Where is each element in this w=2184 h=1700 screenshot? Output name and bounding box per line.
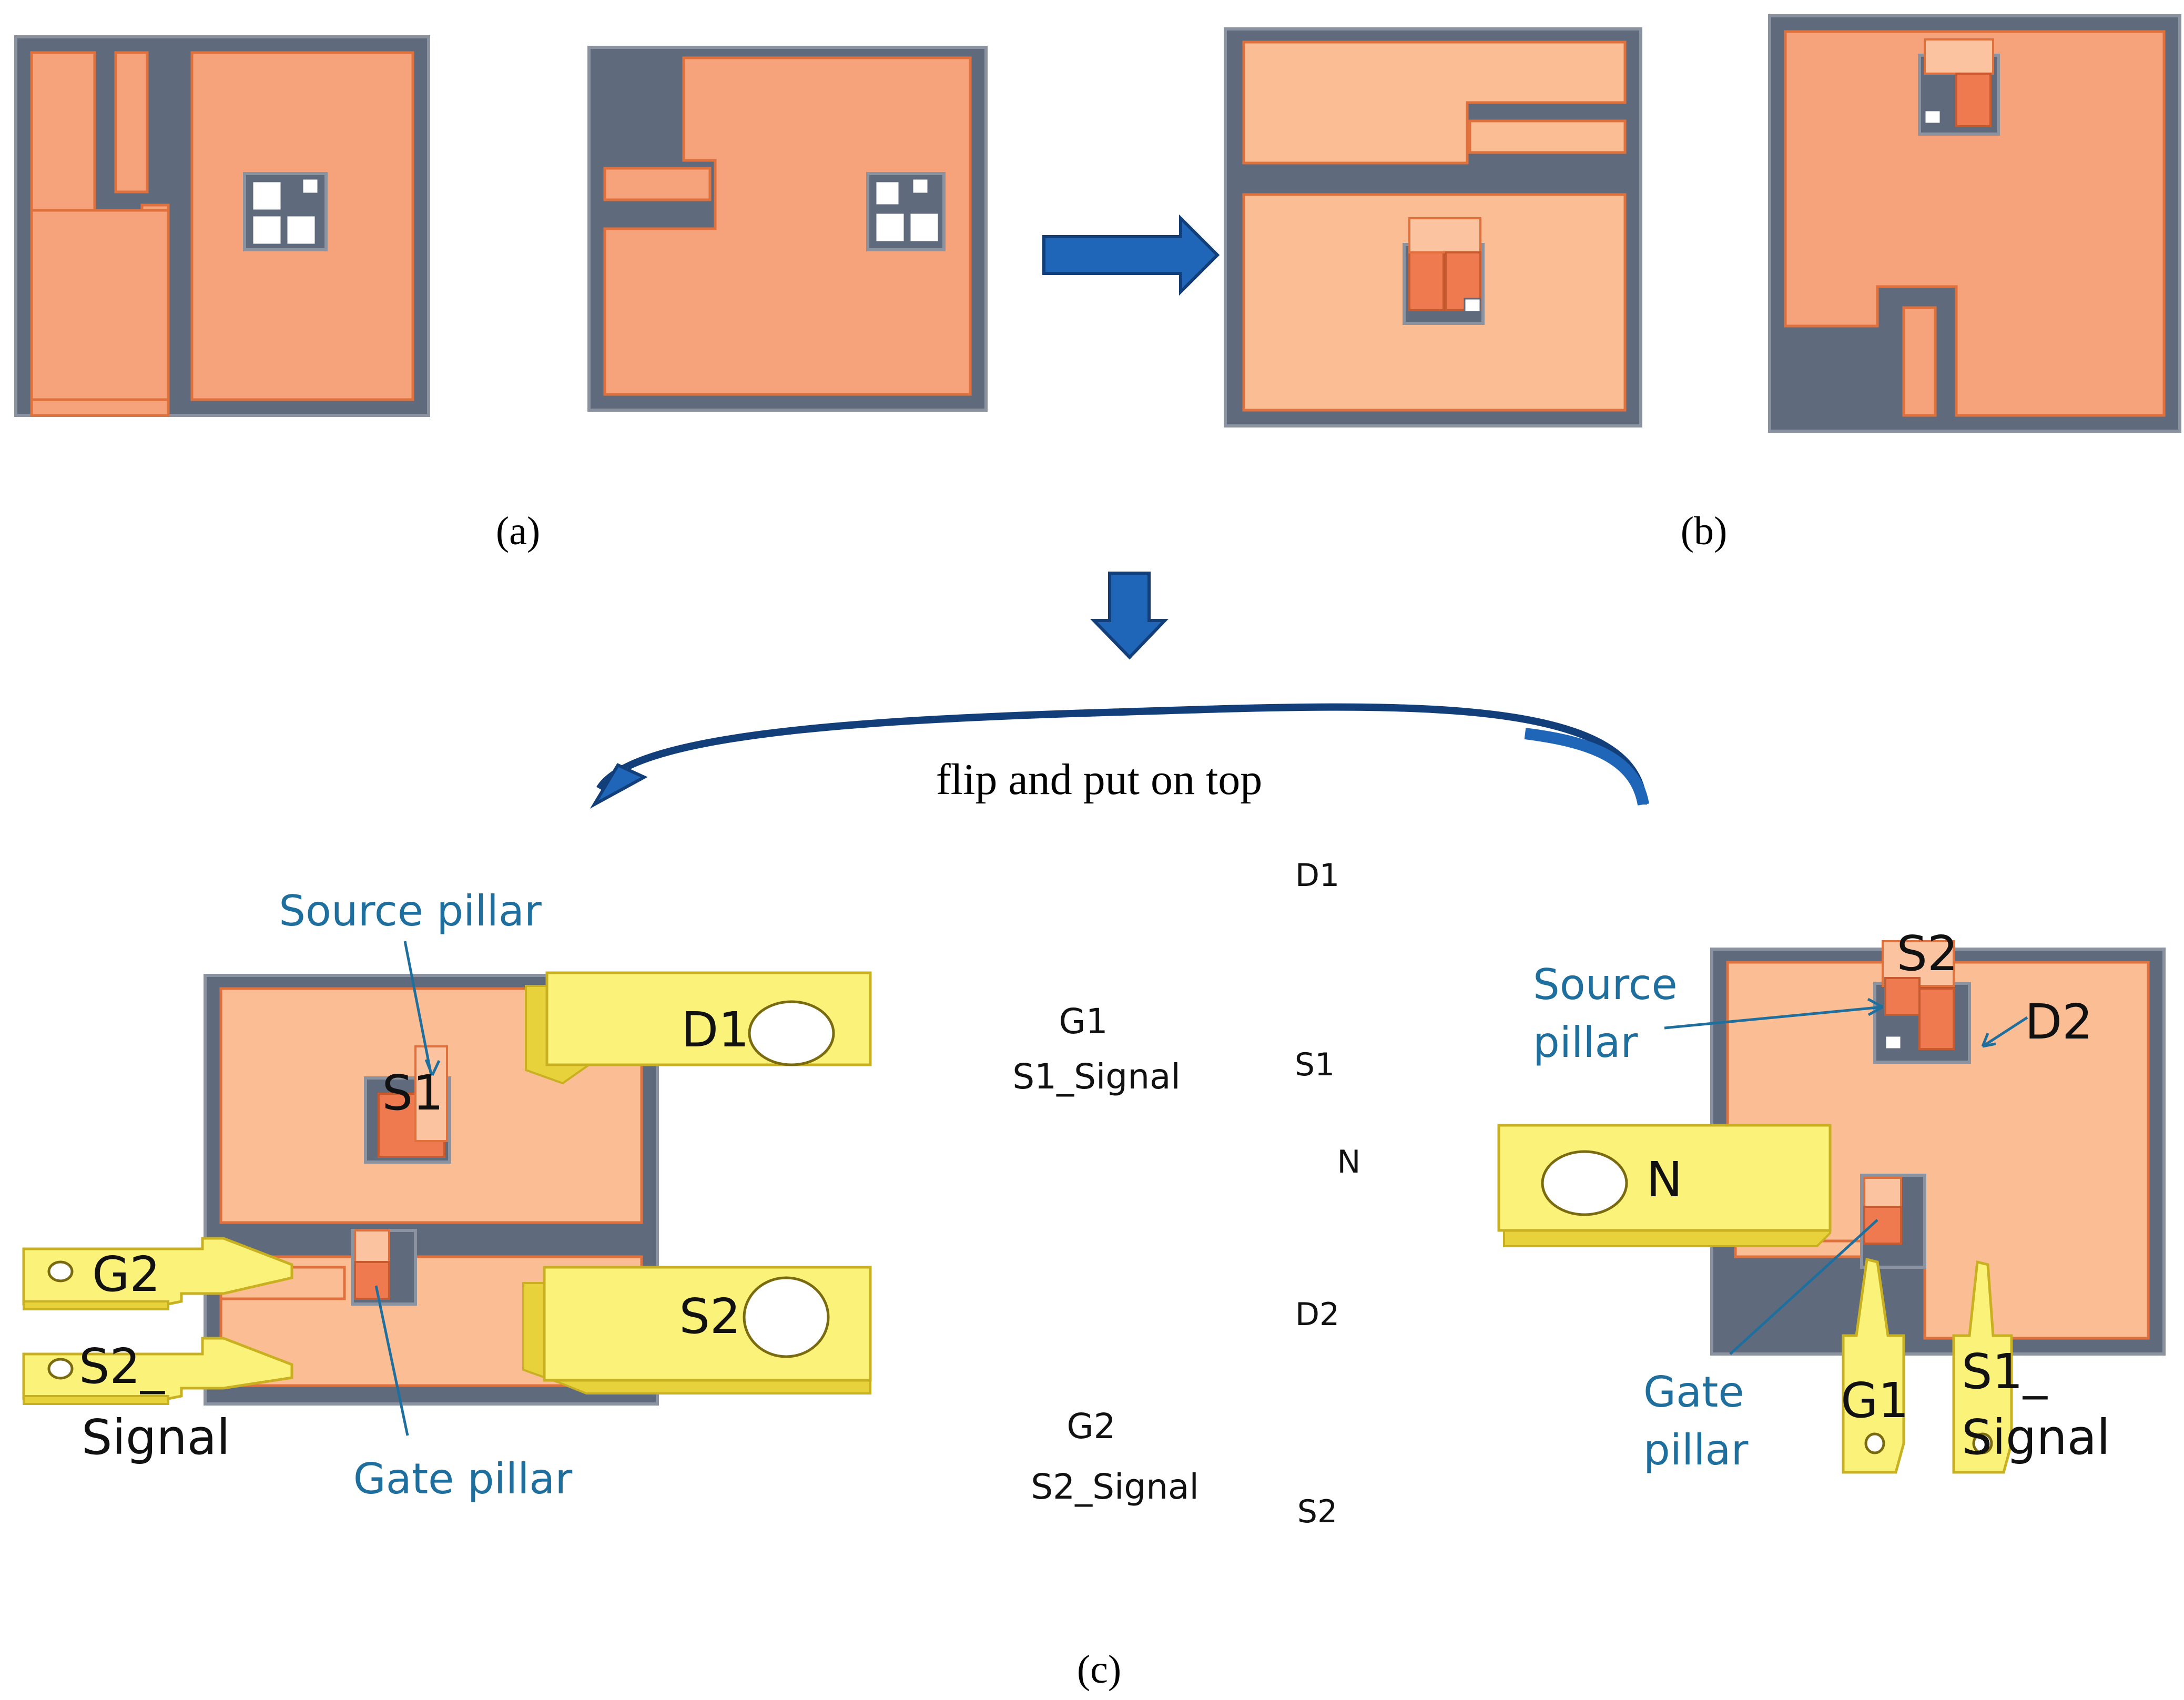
right-N-label: N bbox=[1647, 1152, 1683, 1208]
mid-G2: G2 bbox=[1066, 1406, 1115, 1447]
panel-a-label: (a) bbox=[496, 509, 540, 553]
left-S2-signal-label: S2_ bbox=[79, 1338, 165, 1394]
panel-b-label: (b) bbox=[1681, 509, 1728, 553]
left-D1-label: D1 bbox=[681, 1002, 749, 1058]
mid-S2-signal: S2_Signal bbox=[1031, 1467, 1199, 1507]
panel-b-substrate-2 bbox=[1768, 14, 2181, 433]
left-S2-signal-label-2: Signal bbox=[82, 1409, 230, 1465]
mid-D1: D1 bbox=[1295, 857, 1339, 894]
left-module bbox=[22, 941, 872, 1436]
mid-N: N bbox=[1337, 1144, 1361, 1180]
right-gate-label: Gate bbox=[1643, 1368, 1744, 1417]
right-G1-label: G1 bbox=[1841, 1372, 1909, 1429]
right-module bbox=[1497, 940, 2166, 1474]
right-S2-label: S2 bbox=[1897, 925, 1958, 982]
mid-D2: D2 bbox=[1295, 1296, 1339, 1333]
right-source-label: Source bbox=[1533, 960, 1678, 1009]
mid-S1-signal: S1_Signal bbox=[1012, 1056, 1181, 1097]
right-pillar-label: pillar bbox=[1533, 1018, 1638, 1067]
right-S1-signal-label: S1_ bbox=[1962, 1343, 2048, 1400]
panel-a-substrate-2 bbox=[587, 46, 988, 412]
right-arrow-icon bbox=[1042, 214, 1220, 296]
mid-G1: G1 bbox=[1059, 1001, 1108, 1042]
panel-b-substrate-1 bbox=[1224, 27, 1642, 427]
mid-S1: S1 bbox=[1295, 1046, 1335, 1083]
right-gate-pillar-label: pillar bbox=[1643, 1426, 1748, 1474]
left-source-pillar-label: Source pillar bbox=[279, 887, 542, 935]
right-D2-label: D2 bbox=[2025, 994, 2092, 1050]
left-G2-label: G2 bbox=[92, 1246, 160, 1302]
right-S1-signal-label-2: Signal bbox=[1962, 1409, 2110, 1465]
mid-S2: S2 bbox=[1297, 1493, 1337, 1530]
flip-arrow-icon bbox=[590, 703, 1649, 809]
left-S2-label: S2 bbox=[679, 1288, 741, 1345]
flip-caption: flip and put on top bbox=[936, 755, 1263, 804]
left-S1-label: S1 bbox=[382, 1065, 444, 1121]
panel-c-label: (c) bbox=[1077, 1647, 1121, 1692]
left-gate-pillar-label: Gate pillar bbox=[353, 1454, 573, 1503]
down-arrow-icon bbox=[1090, 572, 1169, 660]
panel-a-substrate-1 bbox=[14, 35, 430, 417]
